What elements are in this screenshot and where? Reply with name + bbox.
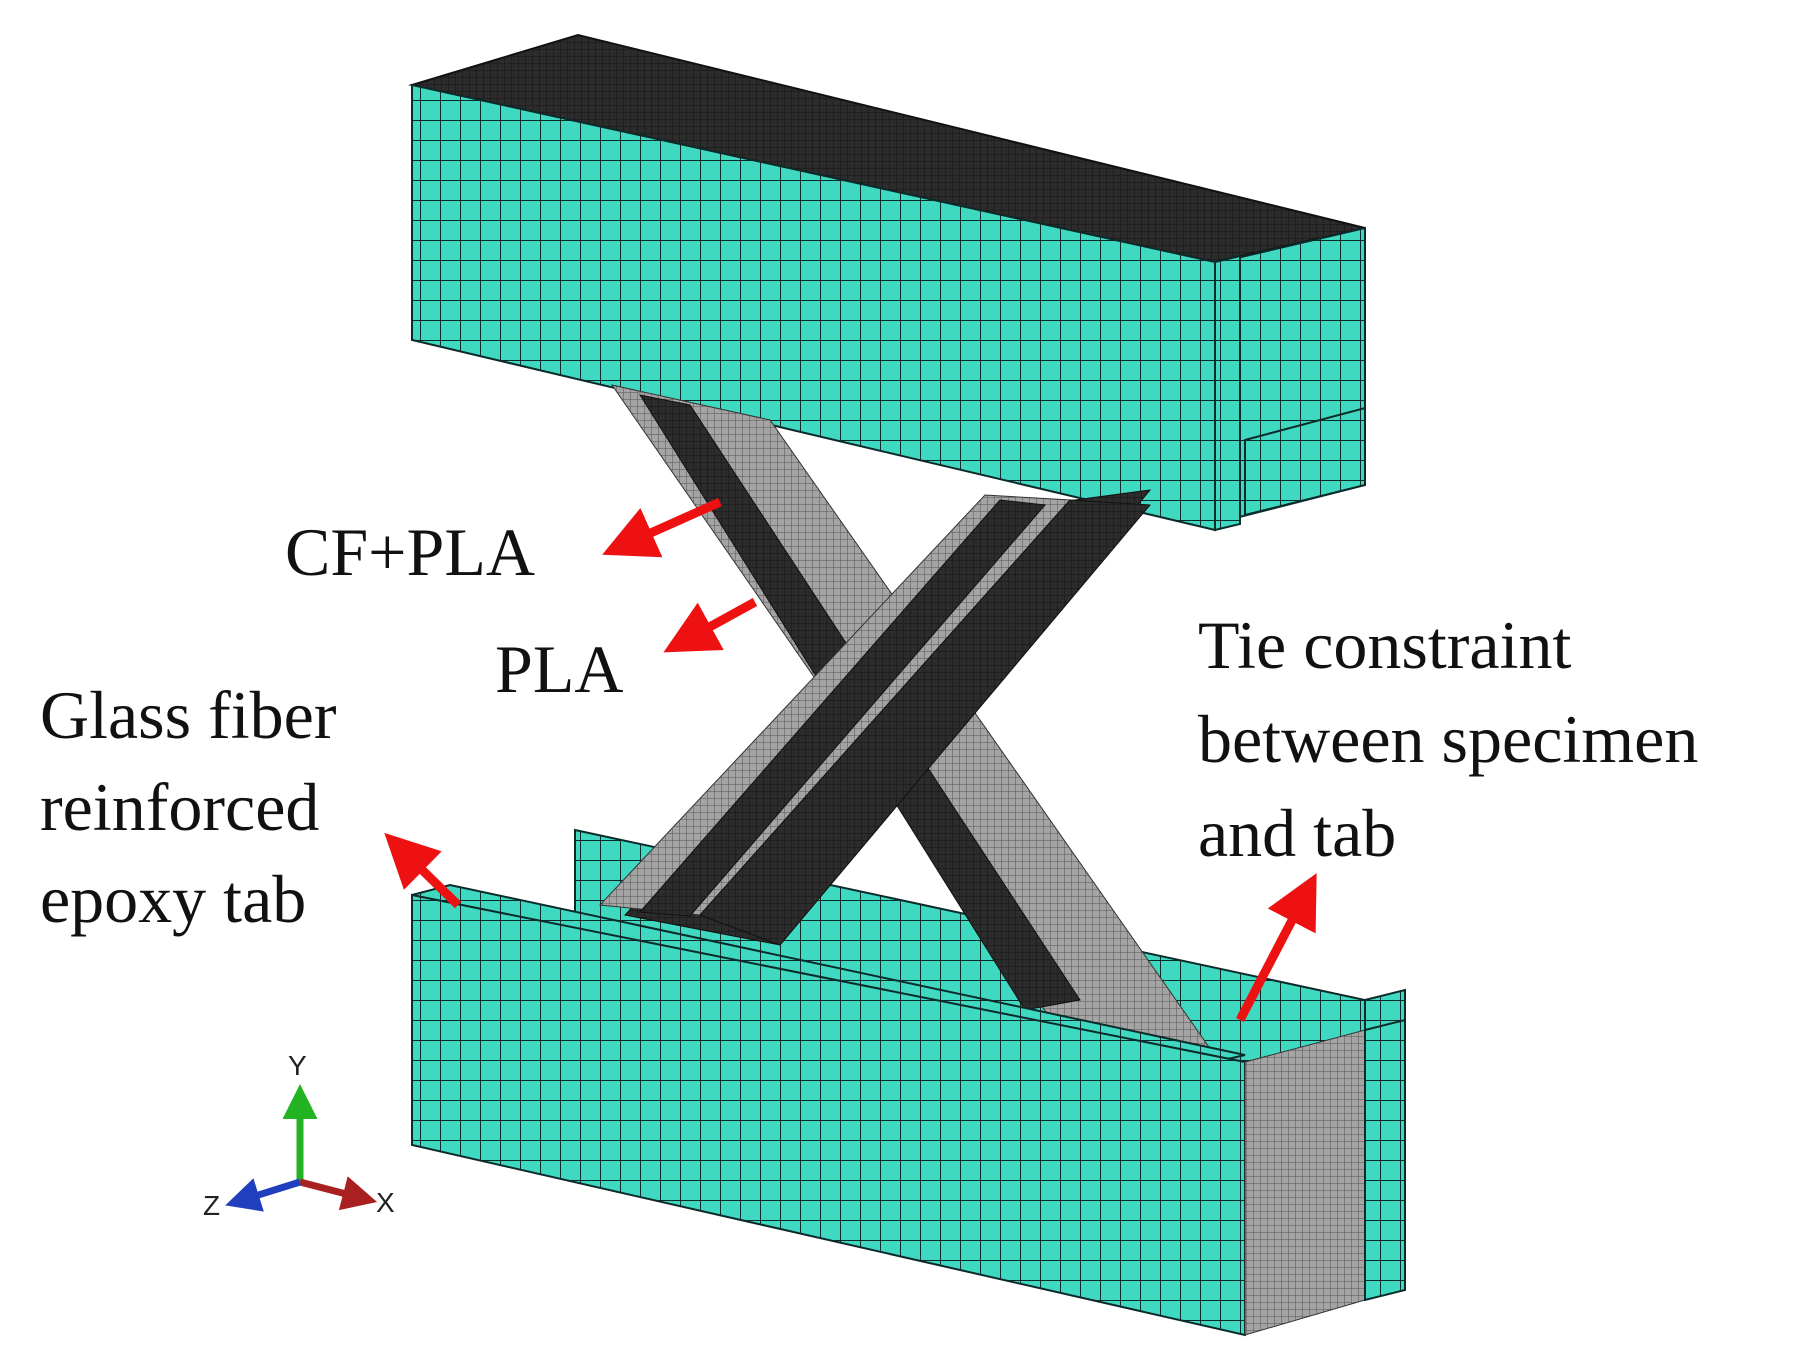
upper-front-tab-end [1214,254,1241,532]
axis-y-label: Y [288,1050,307,1081]
label-tie-line2: between specimen [1198,701,1698,777]
label-glass-line1: Glass fiber [40,677,337,753]
axis-x-arrow [299,1176,378,1211]
lower-back-tab-end-strip [1364,1018,1406,1302]
specimen-cf-stripe-ascending [638,499,1046,917]
arrow-cf-pla [602,497,722,558]
label-glass-line2: reinforced [40,769,319,845]
upper-tab [408,33,1366,532]
label-pla: PLA [495,631,623,707]
arrow-tie-constraint [1236,873,1317,1023]
label-tie-line1: Tie constraint [1198,607,1571,683]
axis-z-arrow [225,1178,302,1212]
axis-triad: Y X Z [203,1050,395,1221]
arrow-pla [663,598,758,653]
label-tie-line3: and tab [1198,795,1396,871]
label-glass-fiber-tab: Glass fiber reinforced epoxy tab [40,677,337,937]
upper-back-tab-face [1244,406,1366,517]
label-cf-pla: CF+PLA [285,514,535,590]
lower-specimen-end [1244,1029,1366,1336]
arrow-glass-fiber-tab [384,832,462,909]
lower-front-tab [411,883,1406,1337]
axis-z-label: Z [203,1190,220,1221]
label-glass-line3: epoxy tab [40,861,306,937]
label-tie-constraint: Tie constraint between specimen and tab [1198,607,1698,871]
specimen-arm-ascending-edge [699,499,1152,946]
axis-x-label: X [376,1187,395,1218]
